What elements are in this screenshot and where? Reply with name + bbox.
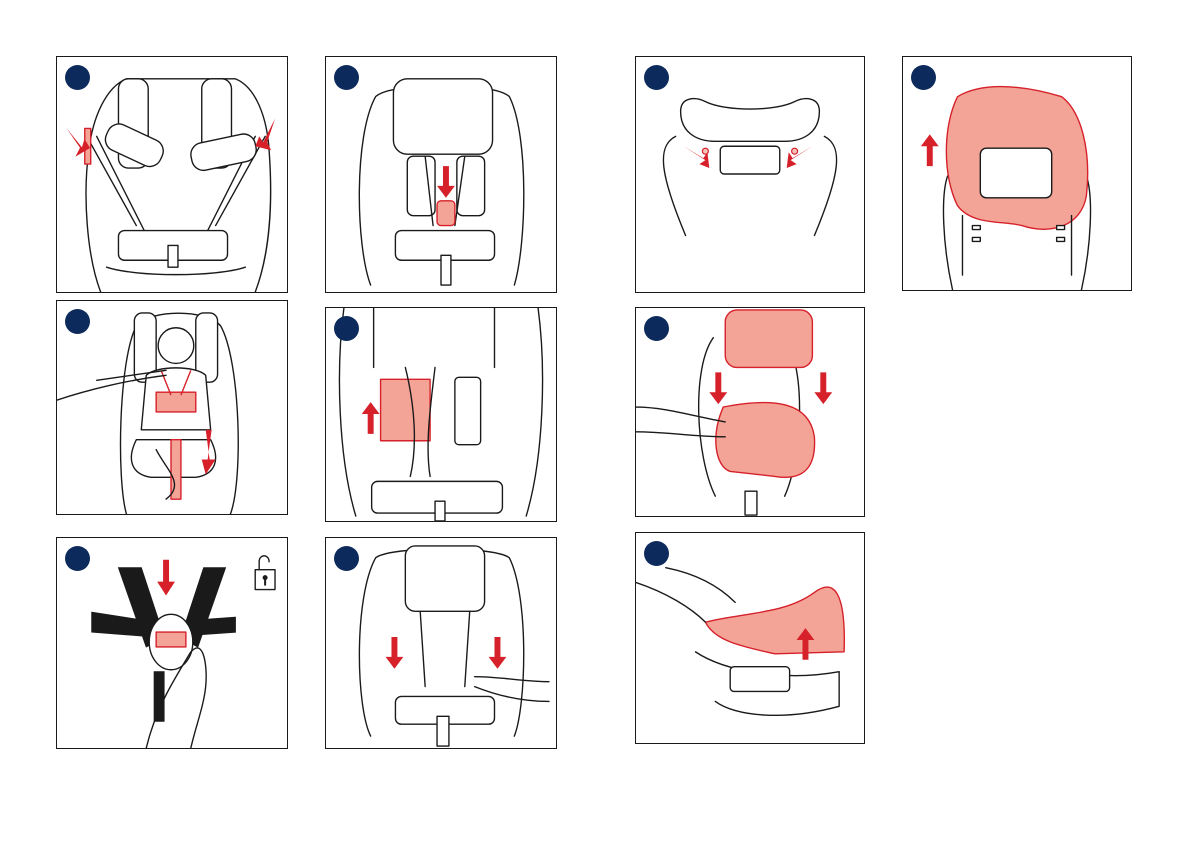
buckle-release-illustration	[57, 538, 287, 748]
seat-back-plate-illustration	[326, 308, 556, 521]
step-lift-backrest-cover	[902, 56, 1132, 291]
step-remove-headrest-cover	[635, 307, 865, 517]
seat-cover-lift-illustration	[636, 533, 864, 743]
step-remove-shoulder-pads	[56, 56, 288, 293]
step-lift-plate	[325, 307, 557, 522]
step-badge	[334, 65, 359, 90]
step-release-buckle	[56, 537, 288, 749]
step-badge	[644, 65, 669, 90]
step-badge	[65, 546, 90, 571]
headrest-hooks-illustration	[636, 57, 864, 292]
step-buckle-child	[56, 300, 288, 515]
step-pull-straps	[325, 537, 557, 749]
step-badge	[334, 316, 359, 341]
seat-straps-down-illustration	[326, 538, 556, 748]
step-remove-seat-cover	[635, 532, 865, 744]
seat-front-shoulder-pads-illustration	[57, 57, 287, 292]
step-unhook-headrest	[635, 56, 865, 293]
child-in-seat-illustration	[57, 301, 287, 514]
step-badge	[911, 65, 936, 90]
step-badge	[644, 541, 669, 566]
backrest-cover-up-illustration	[903, 57, 1131, 290]
step-badge	[644, 316, 669, 341]
seat-harness-down-illustration	[326, 57, 556, 292]
step-badge	[65, 309, 90, 334]
step-push-harness	[325, 56, 557, 293]
unlock-icon	[255, 556, 275, 590]
step-badge	[65, 65, 90, 90]
step-badge	[334, 546, 359, 571]
headrest-cover-down-illustration	[636, 308, 864, 516]
